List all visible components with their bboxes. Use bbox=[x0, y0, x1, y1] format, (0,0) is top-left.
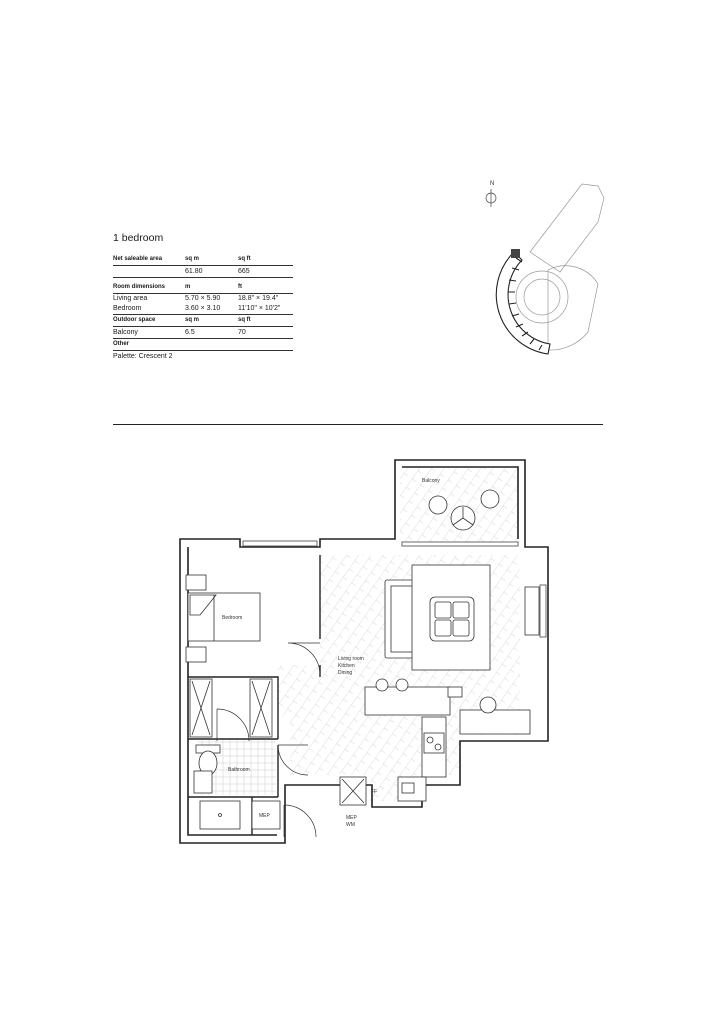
living-furniture bbox=[339, 564, 540, 806]
net-area-header-row: Net saleable area sq m sq ft bbox=[113, 254, 293, 266]
doors bbox=[216, 642, 321, 838]
balcony-label: Balcony bbox=[422, 478, 440, 484]
wm-label: WM bbox=[346, 822, 355, 828]
balcony-sqft: 70 bbox=[238, 329, 246, 336]
windows bbox=[242, 540, 547, 638]
living-label-3: Dining bbox=[338, 670, 352, 676]
bedroom-furniture bbox=[185, 574, 273, 738]
other-label: Other bbox=[113, 341, 130, 347]
outdoor-sqm-header: sq m bbox=[185, 317, 200, 323]
outdoor-label: Outdoor space bbox=[113, 317, 156, 323]
net-area-sqm: 61.80 bbox=[185, 268, 203, 275]
net-area-label: Net saleable area bbox=[113, 256, 163, 262]
room-row: Living area 5.70 × 5.90 18.8" × 19.4" bbox=[113, 294, 293, 304]
north-label: N bbox=[490, 181, 494, 187]
crescent-units bbox=[495, 251, 551, 355]
room-name: Bedroom bbox=[113, 305, 142, 312]
outer-walls bbox=[179, 459, 549, 844]
outdoor-header-row: Outdoor space sq m sq ft bbox=[113, 315, 293, 327]
building-outline bbox=[515, 183, 605, 351]
palette-label: Palette: Crescent 2 bbox=[113, 353, 173, 360]
balcony-sqm: 6.5 bbox=[185, 329, 195, 336]
room-dims-label: Room dimensions bbox=[113, 284, 166, 290]
net-area-row: 61.80 665 bbox=[113, 266, 293, 278]
sqm-header: sq m bbox=[185, 256, 200, 262]
bedroom-label: Bedroom bbox=[222, 615, 242, 621]
other-row: Other bbox=[113, 339, 293, 351]
mep-label: MEP bbox=[259, 813, 271, 819]
outdoor-sqft-header: sq ft bbox=[238, 317, 251, 323]
bathroom-fixtures bbox=[193, 744, 281, 830]
unit-title: 1 bedroom bbox=[113, 232, 164, 244]
living-label-1: Living room bbox=[338, 656, 364, 662]
room-ft: 11'10" × 10'2" bbox=[238, 305, 281, 312]
bathroom-label: Bathroom bbox=[228, 767, 250, 773]
balcony-furniture bbox=[428, 489, 500, 531]
m-header: m bbox=[185, 284, 191, 290]
ff-label: FF bbox=[371, 789, 377, 795]
sqft-header: sq ft bbox=[238, 256, 251, 262]
balcony-row: Balcony 6.5 70 bbox=[113, 327, 293, 339]
living-label-2: Kitchen bbox=[338, 663, 355, 669]
room-dims-header-row: Room dimensions m ft bbox=[113, 282, 293, 294]
room-name: Living area bbox=[113, 295, 148, 302]
room-m: 3.60 × 3.10 bbox=[185, 305, 221, 312]
room-m: 5.70 × 5.90 bbox=[185, 295, 221, 302]
net-area-sqft: 665 bbox=[238, 268, 250, 275]
ft-header: ft bbox=[238, 284, 242, 290]
section-divider bbox=[113, 424, 603, 425]
key-plan: N bbox=[485, 181, 605, 355]
balcony-name: Balcony bbox=[113, 329, 138, 336]
mep-label: MEP bbox=[346, 815, 358, 821]
room-ft: 18.8" × 19.4" bbox=[238, 295, 279, 302]
room-row: Bedroom 3.60 × 3.10 11'10" × 10'2" bbox=[113, 304, 293, 315]
highlighted-unit bbox=[511, 249, 520, 258]
spec-table: Net saleable area sq m sq ft 61.80 665 R… bbox=[113, 254, 293, 360]
floor-plan: Balcony Bedroom Living room Kitchen Dini… bbox=[179, 459, 549, 844]
north-arrow-icon bbox=[485, 189, 497, 207]
